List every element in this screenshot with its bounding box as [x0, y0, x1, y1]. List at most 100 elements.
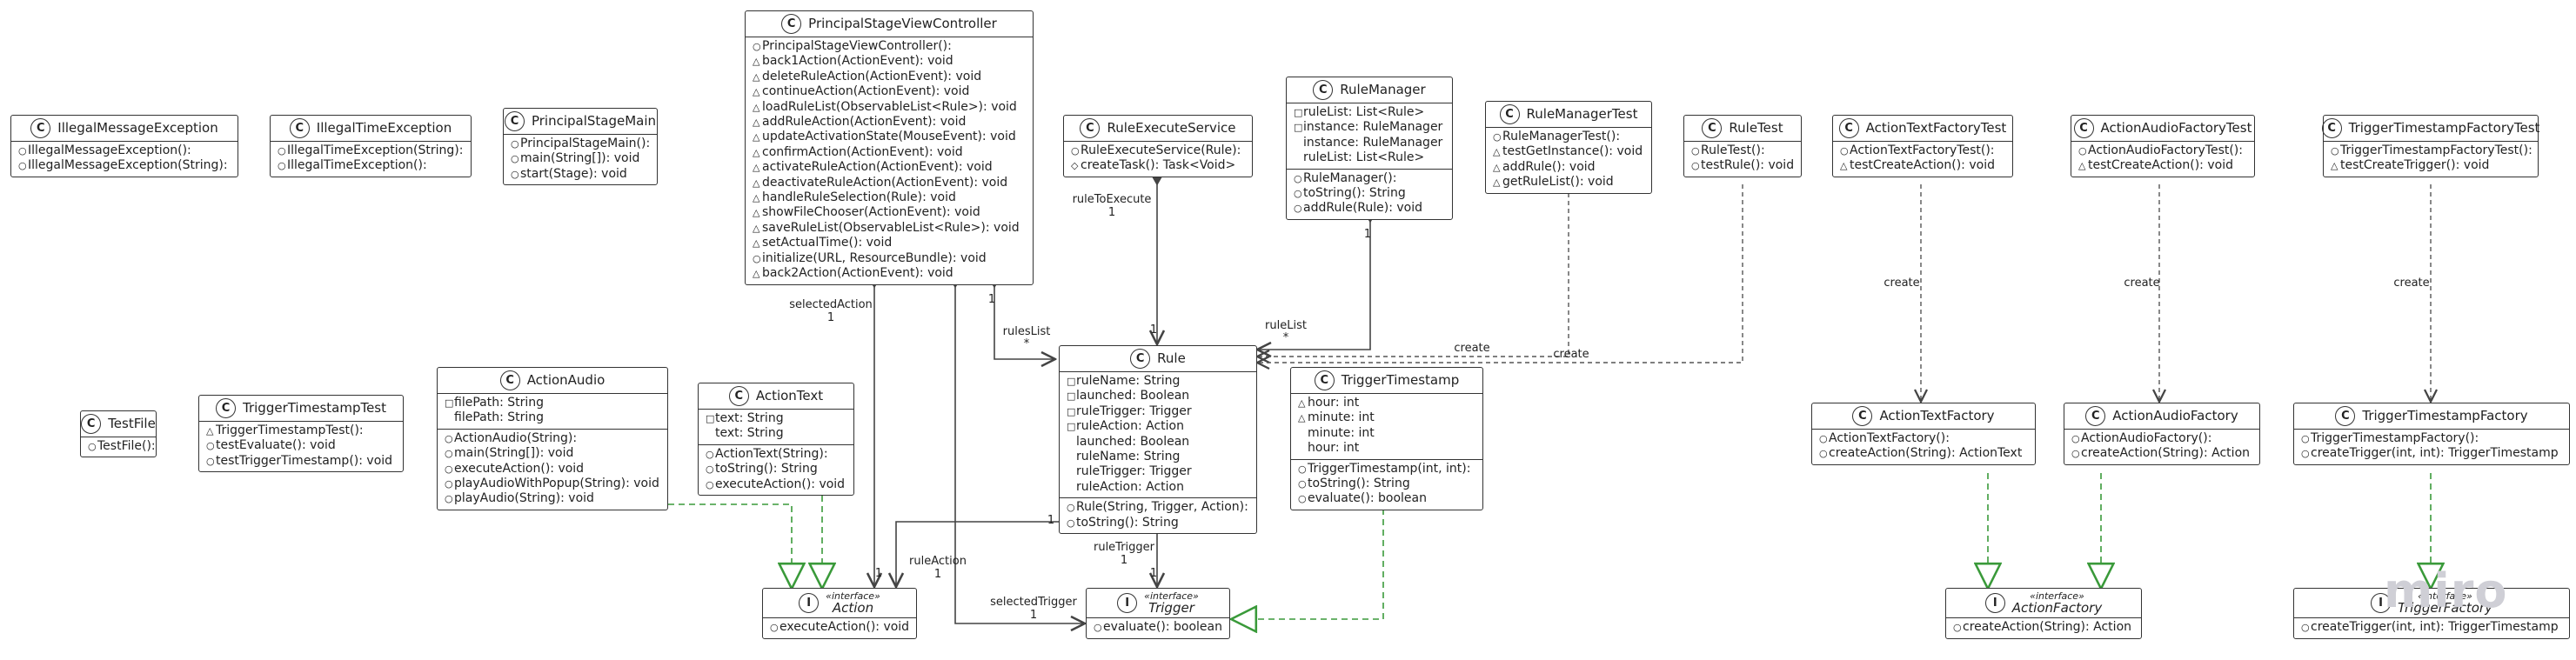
mult-ruleToExecute-dst: 1 [1149, 323, 1158, 337]
class-icon: C [2073, 118, 2094, 138]
field-rule: ruleAction: Action [1067, 480, 1249, 495]
method-text: createTrigger(int, int): TriggerTimestam… [2311, 446, 2559, 461]
method-text: testGetInstance(): void [1502, 144, 1643, 159]
class-name: ActionAudioFactory [2112, 407, 2238, 423]
method-text: back2Action(ActionEvent): void [762, 266, 953, 281]
interface-trigger-factory[interactable]: I«interface»TriggerFactory○createTrigger… [2293, 588, 2570, 639]
field-text: minute: int [1308, 425, 1375, 440]
label-rulesList: rulesList [1002, 325, 1051, 338]
interface-action[interactable]: I«interface»Action○executeAction(): void [762, 588, 917, 639]
field-rule: □ruleName: String [1067, 374, 1249, 389]
field-rule-manager: ruleList: List<Rule> [1294, 150, 1445, 165]
field-trigger-timestamp: △minute: int [1298, 410, 1475, 425]
method-text: toString(): String [1303, 186, 1406, 201]
class-title: IllegalMessageException [57, 121, 217, 136]
method-principal-stage-view-controller: △handleRuleSelection(Rule): void [753, 190, 1026, 205]
field-rule-manager: □ruleList: List<Rule> [1294, 105, 1445, 120]
package-visibility-icon: △ [753, 177, 760, 189]
method-principal-stage-view-controller: ○initialize(URL, ResourceBundle): void [753, 251, 1026, 266]
package-visibility-icon: △ [2078, 160, 2086, 172]
methods-section: ○IllegalMessageException():○IllegalMessa… [11, 141, 238, 177]
method-text: start(Stage): void [520, 166, 627, 181]
private-visibility-icon: □ [1067, 421, 1076, 433]
method-principal-stage-view-controller: △continueAction(ActionEvent): void [753, 84, 1026, 99]
method-action-audio: ○main(String[]): void [445, 446, 660, 461]
public-visibility-icon: ○ [706, 478, 714, 490]
method-principal-stage-view-controller: △addRuleAction(ActionEvent): void [753, 115, 1026, 130]
class-title: ActionText [756, 389, 823, 403]
public-visibility-icon: ○ [1067, 517, 1075, 529]
public-visibility-icon: ○ [1294, 188, 1302, 200]
private-visibility-icon: □ [1067, 405, 1076, 417]
method-action-text: ○toString(): String [706, 462, 846, 477]
method-trigger-timestamp-factory-test: △testCreateTrigger(): void [2331, 158, 2531, 173]
class-title: RuleTest [1729, 121, 1783, 136]
method-rule-execute-service: ◇createTask(): Task<Void> [1071, 158, 1245, 173]
package-visibility-icon: △ [753, 207, 760, 219]
method-text: ActionText(String): [715, 446, 828, 461]
mult-ruleToExecute: 1 [1107, 206, 1116, 219]
method-text: RuleManager(): [1303, 170, 1397, 185]
field-text: ruleList: List<Rule> [1303, 105, 1425, 119]
method-text: playAudio(String): void [454, 491, 594, 506]
method-text: testCreateTrigger(): void [2340, 158, 2490, 173]
method-trigger-timestamp: ○evaluate(): boolean [1298, 491, 1475, 506]
method-text: RuleExecuteService(Rule): [1081, 143, 1241, 157]
interface-icon: I [2371, 593, 2392, 614]
method-rule: ○toString(): String [1067, 516, 1249, 530]
methods-section: △TriggerTimestampTest():○testEvaluate():… [199, 421, 403, 471]
methods-section: ○TriggerTimestamp(int, int):○toString():… [1291, 458, 1482, 510]
method-text: IllegalMessageException(String): [28, 158, 228, 173]
label-create-2: create [1553, 348, 1589, 361]
method-trigger-factory: ○createTrigger(int, int): TriggerTimesta… [2301, 620, 2562, 635]
public-visibility-icon: ○ [206, 440, 215, 452]
interface-trigger[interactable]: I«interface»Trigger○evaluate(): boolean [1086, 588, 1230, 639]
stereotype-label: «interface» [2418, 590, 2472, 602]
mult-ruleAction: 1 [933, 568, 942, 581]
method-action-audio: ○playAudioWithPopup(String): void [445, 477, 660, 491]
class-name: ActionFactory [2011, 599, 2103, 616]
interface-action-factory[interactable]: I«interface»ActionFactory○createAction(S… [1945, 588, 2142, 639]
field-action-text: □text: String [706, 411, 846, 426]
class-name: TriggerTimestampTest [243, 399, 386, 416]
class-icon: C [781, 14, 802, 34]
public-visibility-icon: ○ [88, 441, 97, 452]
label-selectedTrigger: selectedTrigger [990, 596, 1077, 609]
field-text: text: String [715, 411, 784, 425]
method-trigger-timestamp: ○TriggerTimestamp(int, int): [1298, 462, 1475, 477]
method-principal-stage-view-controller: △showFileChooser(ActionEvent): void [753, 205, 1026, 220]
class-name: TriggerTimestampFactoryTest [2348, 119, 2540, 136]
method-principal-stage-view-controller: ○PrincipalStageViewController(): [753, 39, 1026, 54]
relation-create-ruletest [1257, 184, 1743, 363]
method-action-text-factory-test: ○ActionTextFactoryTest(): [1840, 143, 2005, 158]
method-text: TriggerTimestampFactory(): [2311, 431, 2479, 445]
class-name: RuleManagerTest [1526, 105, 1638, 122]
